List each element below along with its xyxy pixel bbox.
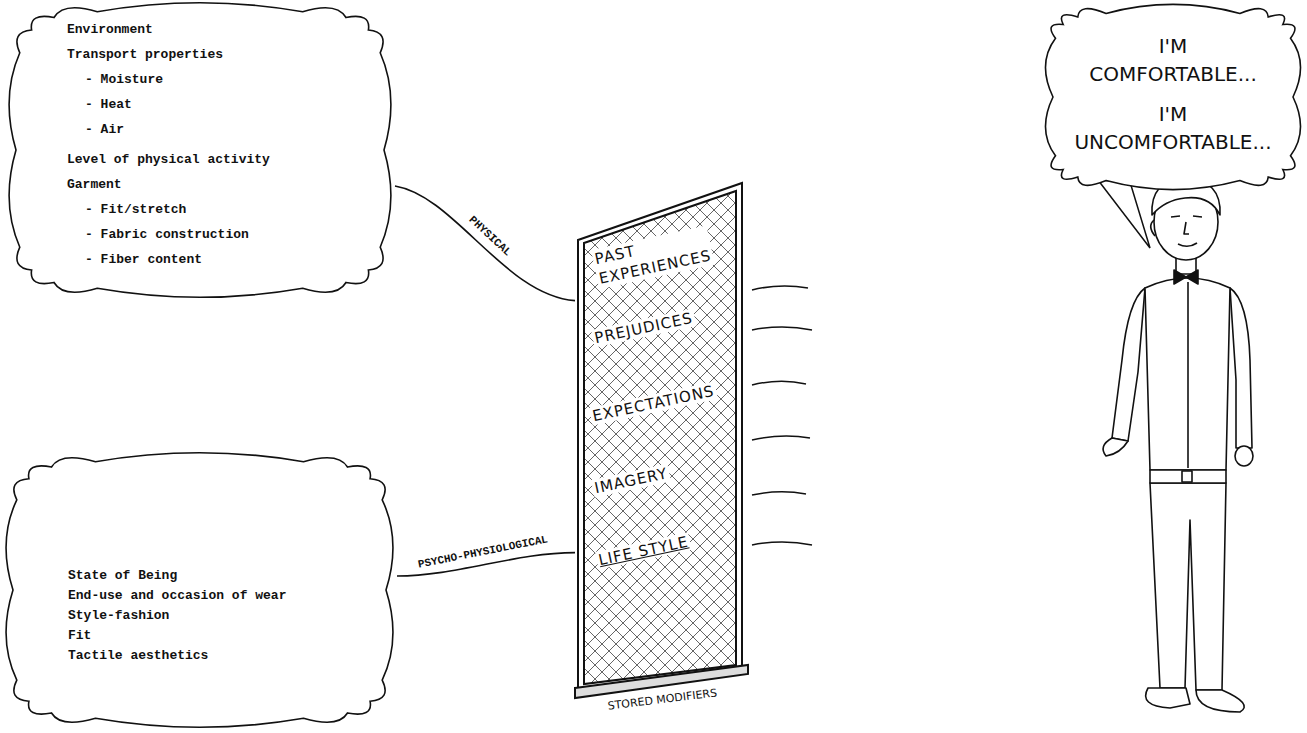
modifier-word: IMAGERY: [591, 464, 671, 498]
speech-bubble: I'M COMFORTABLE... I'M UNCOMFORTABLE...: [1042, 2, 1304, 192]
man-figure: [1103, 178, 1253, 712]
factor-item: Level of physical activity: [67, 152, 270, 167]
factor-item: - Moisture: [85, 72, 163, 87]
factor-item: Fit: [68, 628, 91, 643]
cloud-shape: [6, 453, 393, 728]
factor-item: - Heat: [85, 97, 132, 112]
speech-text: I'M COMFORTABLE...: [1089, 32, 1257, 88]
modifier-word: LIFE STYLE: [595, 532, 692, 569]
factor-item: - Fabric construction: [85, 227, 249, 242]
modifier-word: PREJUDICES: [591, 308, 696, 347]
modifier-word: PAST EXPERIENCES: [591, 225, 715, 289]
factor-item: - Fiber content: [85, 252, 202, 267]
edge-label: PSYCHO-PHYSIOLOGICAL: [415, 532, 553, 571]
speech-tail: [1098, 180, 1150, 248]
factor-item: State of Being: [68, 568, 177, 583]
perception-lines: [752, 286, 812, 545]
factor-item: Garment: [67, 177, 122, 192]
modifier-word: EXPECTATIONS: [589, 381, 718, 425]
edge-label: PHYSICAL: [464, 211, 515, 260]
factor-item: Style-fashion: [68, 608, 169, 623]
screen-frame: [575, 180, 750, 700]
factor-item: Tactile aesthetics: [68, 648, 208, 663]
factor-item: - Fit/stretch: [85, 202, 186, 217]
factor-item: End-use and occasion of wear: [68, 588, 286, 603]
factor-item: - Air: [85, 122, 124, 137]
factor-item: Environment: [67, 22, 153, 37]
cloud-shape: [9, 3, 391, 298]
screen-caption: STORED MODIFIERS: [605, 686, 720, 713]
physical-factors-cloud: EnvironmentTransport properties - Moistur…: [5, 0, 395, 300]
speech-text: I'M UNCOMFORTABLE...: [1074, 100, 1271, 156]
cloud-outline: [1042, 2, 1304, 192]
psycho-physiological-cloud: State of BeingEnd-use and occasion of we…: [2, 450, 397, 730]
connector-line: [395, 186, 575, 301]
factor-item: Transport properties: [67, 47, 223, 62]
stored-modifiers-screen: PAST EXPERIENCES PREJUDICES EXPECTATIONS IM…: [575, 180, 745, 728]
cloud-shape: [1045, 4, 1300, 189]
